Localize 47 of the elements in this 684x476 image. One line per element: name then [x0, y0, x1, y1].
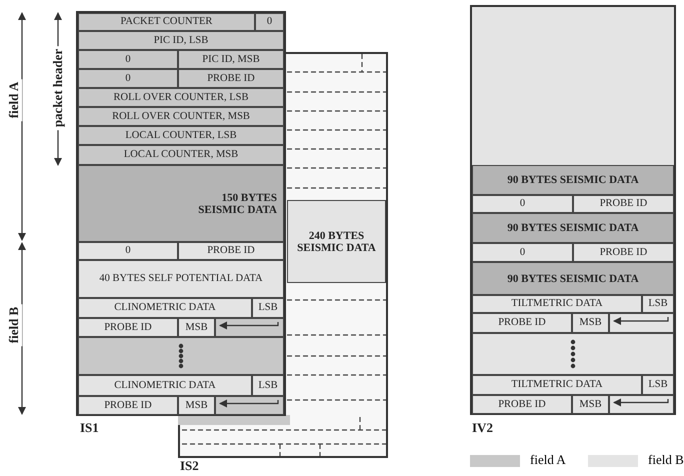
packet-field: LSB: [252, 375, 284, 396]
packet-field: ROLL OVER COUNTER, MSB: [78, 107, 284, 126]
seismic-data-field: 150 BYTES SEISMIC DATA: [78, 165, 284, 242]
packet-field: PROBE ID: [472, 313, 572, 333]
packet-field: PROBE ID: [78, 396, 178, 415]
packet-name: IS2: [180, 458, 199, 474]
packet-field: PROBE ID: [573, 243, 674, 262]
legend-label: field B: [648, 452, 684, 468]
packet-field: TILTMETRIC DATA: [472, 375, 642, 395]
field-label: packet header: [50, 46, 66, 130]
field-label: field B: [6, 304, 22, 346]
packet-field: LOCAL COUNTER, MSB: [78, 145, 284, 165]
packet-field: MSB: [178, 318, 215, 337]
packet-field: LOCAL COUNTER, LSB: [78, 126, 284, 145]
packet-field: 0: [78, 242, 178, 260]
packet-field: PACKET COUNTER: [78, 13, 255, 31]
seismic-data-field: 90 BYTES SEISMIC DATA: [472, 213, 674, 243]
packet-field: ROLL OVER COUNTER, LSB: [78, 88, 284, 107]
packet-field: LSB: [642, 295, 674, 313]
packet-field: PROBE ID: [472, 395, 572, 414]
packet-field: LSB: [252, 298, 284, 318]
seismic-data-field: 90 BYTES SEISMIC DATA: [472, 165, 674, 195]
packet-field: 0: [255, 13, 284, 31]
packet-field: PROBE ID: [178, 242, 284, 260]
packet-field: 0: [472, 243, 573, 262]
packet-field: PROBE ID: [78, 318, 178, 337]
packet-field: MSB: [178, 396, 215, 415]
field-label: field A: [6, 78, 22, 122]
legend-label: field A: [530, 452, 566, 468]
packet-name: IV2: [472, 420, 493, 436]
packet-field: PIC ID, LSB: [78, 31, 284, 50]
packet-field: 40 BYTES SELF POTENTIAL DATA: [78, 260, 284, 298]
packet-field: CLINOMETRIC DATA: [78, 298, 252, 318]
packet-field: PIC ID, MSB: [178, 50, 284, 69]
packet-field: TILTMETRIC DATA: [472, 295, 642, 313]
seismic-data-field: 240 BYTES SEISMIC DATA: [287, 200, 386, 283]
packet-name: IS1: [80, 420, 99, 436]
packet-field: CLINOMETRIC DATA: [78, 375, 252, 396]
packet-field: MSB: [572, 313, 609, 333]
seismic-data-field: 90 BYTES SEISMIC DATA: [472, 262, 674, 295]
packet-field: 0: [78, 50, 178, 69]
packet-field: MSB: [572, 395, 609, 414]
packet-field: 0: [78, 69, 178, 88]
packet-field: LSB: [642, 375, 674, 395]
packet-field: 0: [472, 195, 573, 213]
packet-field: PROBE ID: [178, 69, 284, 88]
packet-field: PROBE ID: [573, 195, 674, 213]
